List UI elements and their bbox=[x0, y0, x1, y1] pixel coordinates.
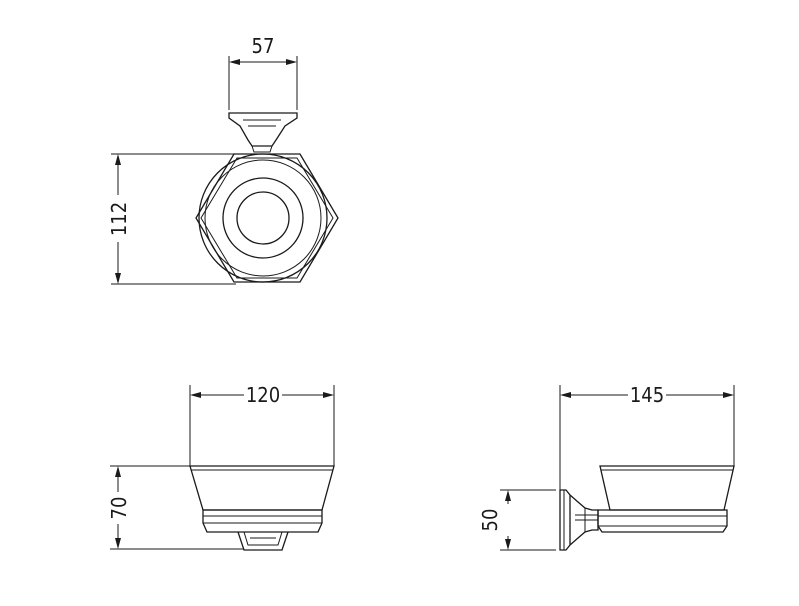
top-view-hex-body bbox=[195, 153, 339, 283]
dimension-label-120: 120 bbox=[246, 383, 280, 407]
top-view-bracket-inner bbox=[243, 119, 281, 153]
dimension-front-width: 120 bbox=[189, 383, 335, 466]
dimension-side-height: 50 bbox=[478, 489, 556, 551]
dimension-side-width: 145 bbox=[559, 383, 735, 490]
side-view-base bbox=[597, 509, 728, 533]
dimension-label-112: 112 bbox=[107, 202, 131, 236]
dimension-front-height: 70 bbox=[107, 465, 244, 550]
dimension-top-height: 112 bbox=[107, 153, 236, 285]
front-view-base bbox=[202, 509, 323, 533]
front-view-bracket bbox=[237, 531, 289, 551]
dimension-label-50: 50 bbox=[478, 509, 502, 532]
top-view-center-ring bbox=[236, 191, 290, 245]
top-view: 57 112 bbox=[107, 34, 339, 285]
dimension-top-width: 57 bbox=[228, 34, 298, 110]
top-view-mid-ring bbox=[204, 159, 322, 277]
side-view-wall-plate bbox=[559, 489, 571, 551]
top-view-outer-ring bbox=[198, 153, 328, 283]
side-view-bowl bbox=[599, 465, 735, 511]
front-view: 120 70 bbox=[107, 383, 335, 551]
top-view-inner-ring bbox=[222, 177, 304, 259]
top-view-bracket bbox=[228, 112, 298, 147]
front-view-bowl bbox=[189, 465, 335, 511]
dimension-label-145: 145 bbox=[630, 383, 664, 407]
top-view-hex-inner bbox=[200, 157, 334, 279]
dimension-label-70: 70 bbox=[107, 497, 131, 520]
side-view: 145 50 bbox=[478, 383, 735, 551]
dimension-label-57: 57 bbox=[252, 34, 275, 58]
